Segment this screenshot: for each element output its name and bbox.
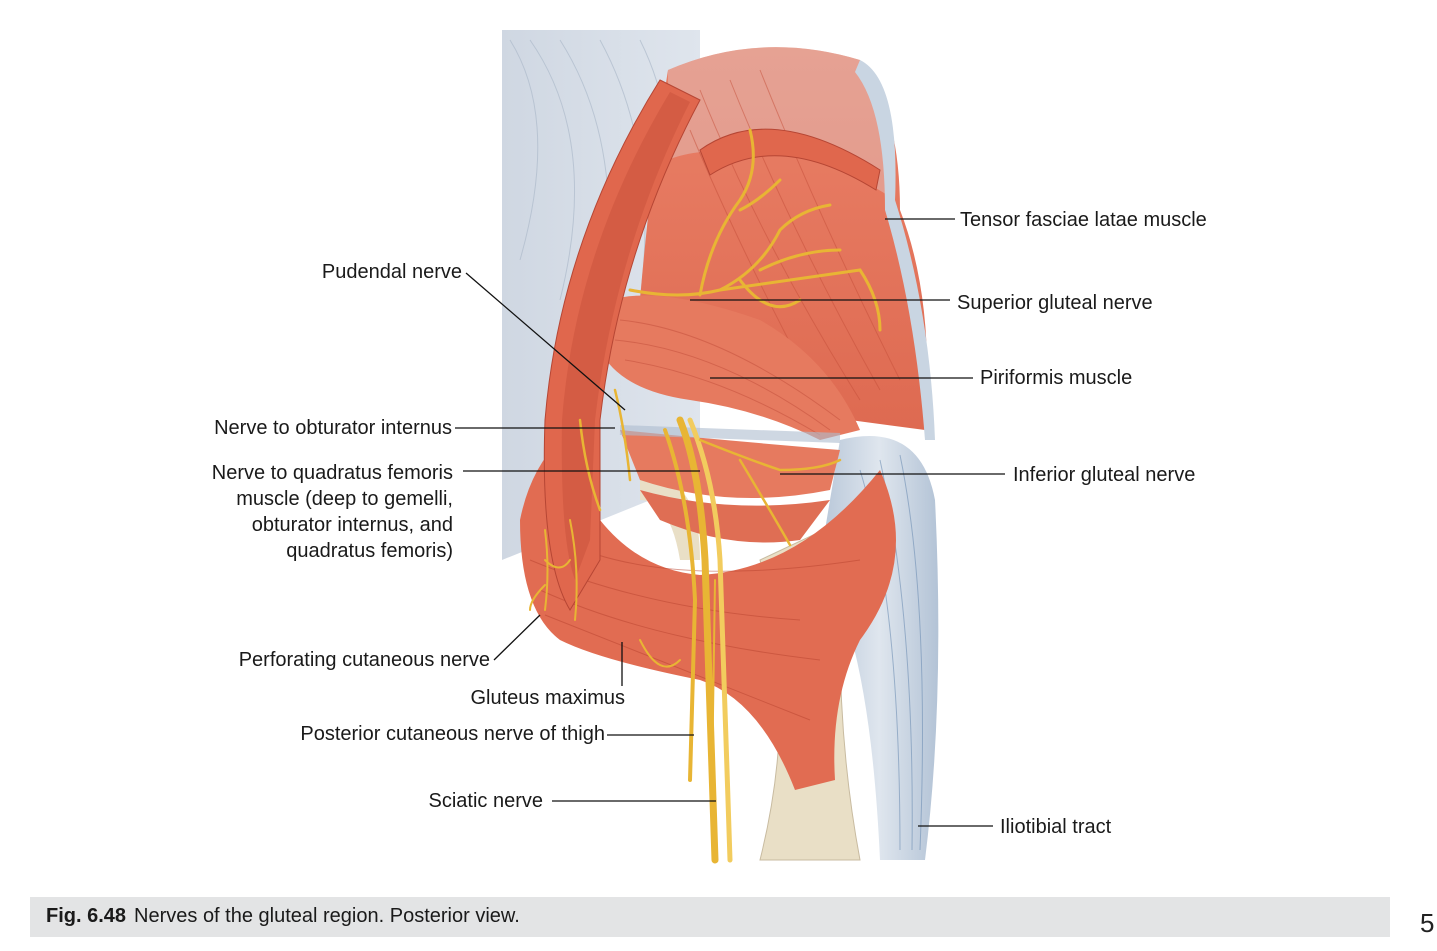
caption-figure-number: Fig. 6.48 (46, 905, 127, 927)
tensor-fasciae-latae (855, 60, 935, 440)
caption-text-line: Fig. 6.48 Nerves of the gluteal region. P… (46, 905, 520, 928)
leader-lines (455, 218, 1005, 827)
leader-pudendal (465, 272, 626, 411)
label-posterior-cutaneous-nerve: Posterior cutaneous nerve of thigh (300, 723, 605, 745)
label-pudendal-nerve: Pudendal nerve (322, 261, 462, 283)
label-piriformis-muscle: Piriformis muscle (980, 367, 1132, 389)
label-superior-gluteal-nerve: Superior gluteal nerve (957, 292, 1153, 314)
inferior-gluteal-nerve-branches (698, 438, 842, 547)
caption-description: Nerves of the gluteal region. Posterior … (134, 905, 520, 927)
posterior-cutaneous-nerve (663, 428, 698, 782)
nerves (529, 128, 882, 864)
gluteus-maximus-medial-edge (543, 79, 701, 611)
perforating-cutaneous-branches (529, 519, 716, 781)
pudendal-and-obturator-nerves (578, 388, 632, 512)
label-nerve-quadratus-femoris-line1: Nerve to quadratus femoris (212, 462, 453, 484)
label-nerve-quadratus-femoris-line4: quadratus femoris) (286, 540, 453, 562)
leader-perforating-cutaneous (493, 614, 541, 661)
piriformis-muscle (600, 295, 860, 440)
superior-gluteal-nerve-branches (628, 128, 882, 332)
label-nerve-obturator-internus: Nerve to obturator internus (214, 417, 452, 439)
label-perforating-cutaneous-nerve: Perforating cutaneous nerve (239, 649, 490, 671)
label-sciatic-nerve: Sciatic nerve (429, 790, 544, 812)
label-tensor-fasciae-latae: Tensor fasciae latae muscle (960, 209, 1207, 231)
label-inferior-gluteal-nerve: Inferior gluteal nerve (1013, 464, 1195, 486)
label-nerve-quadratus-femoris-line2: muscle (deep to gemelli, (236, 488, 453, 510)
page-number: 5 (1420, 908, 1435, 938)
label-gluteus-maximus: Gluteus maximus (471, 687, 626, 709)
label-nerve-quadratus-femoris-line3: obturator internus, and (252, 514, 453, 536)
label-iliotibial-tract: Iliotibial tract (1000, 816, 1112, 838)
figure-caption: Fig. 6.48 Nerves of the gluteal region. P… (30, 897, 1390, 937)
